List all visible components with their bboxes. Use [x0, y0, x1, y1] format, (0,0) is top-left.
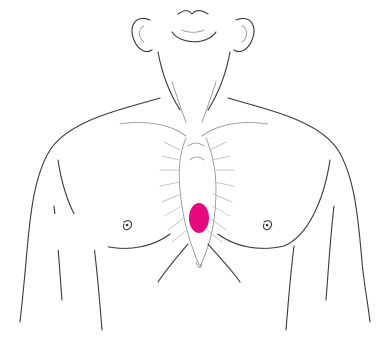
right-nipple [263, 221, 271, 230]
head [172, 11, 216, 42]
collarbones [120, 123, 268, 137]
right-ear [234, 18, 254, 51]
left-ear [132, 18, 152, 51]
highlighted-region [189, 203, 209, 233]
neck [158, 52, 230, 122]
label-mask [34, 214, 108, 250]
left-nipple [123, 221, 131, 230]
